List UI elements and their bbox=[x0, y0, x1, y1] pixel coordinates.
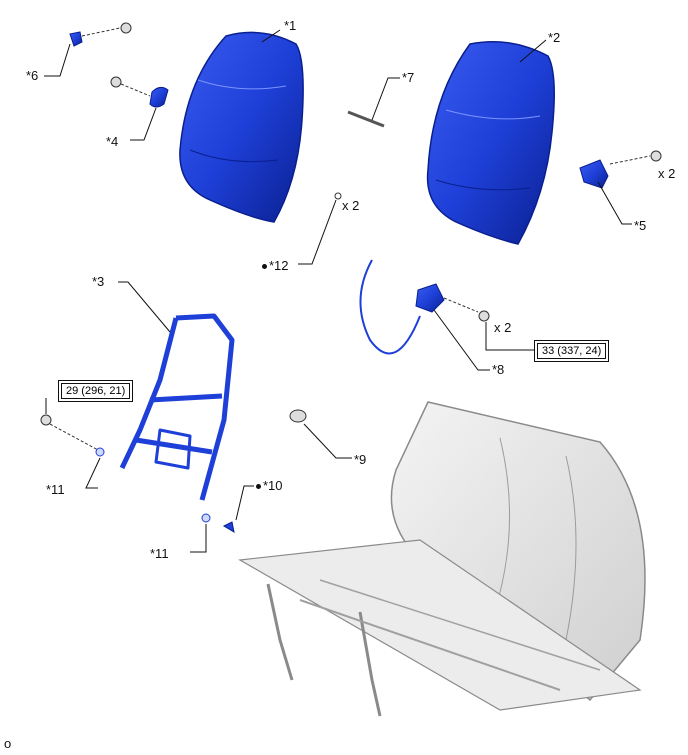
seatback-frame bbox=[119, 313, 235, 501]
torque-spec-box-1: 29 (296, 21) bbox=[58, 380, 134, 402]
label-part-3: *3 bbox=[92, 274, 105, 289]
part-5-bracket bbox=[579, 150, 662, 189]
label-part-8: *8 bbox=[492, 362, 505, 377]
leader-lines bbox=[44, 29, 632, 553]
label-part-2: *2 bbox=[548, 30, 561, 45]
part-9-bushing bbox=[289, 409, 307, 423]
part-12-grommet bbox=[334, 192, 342, 200]
part-8-lock-cable bbox=[359, 259, 490, 355]
qty-part-5: x 2 bbox=[658, 166, 676, 181]
label-part-11b: *11 bbox=[150, 546, 169, 561]
label-part-12: *12 bbox=[262, 258, 289, 273]
rear-seat-assembly bbox=[238, 401, 646, 717]
label-part-12-text: *12 bbox=[269, 258, 289, 273]
label-part-9: *9 bbox=[354, 452, 367, 467]
torque-spec-1: 29 (296, 21) bbox=[61, 383, 131, 399]
label-part-7: *7 bbox=[402, 70, 415, 85]
torque-spec-box-2: 33 (337, 24) bbox=[534, 340, 610, 362]
label-part-10-text: *10 bbox=[263, 478, 283, 493]
part-10-clip bbox=[222, 521, 235, 534]
qty-part-12: x 2 bbox=[342, 198, 360, 213]
label-part-1: *1 bbox=[284, 18, 297, 33]
label-part-11a: *11 bbox=[46, 482, 65, 497]
seatback-cover-right bbox=[426, 40, 555, 245]
label-part-5: *5 bbox=[634, 218, 647, 233]
bullet-icon bbox=[256, 484, 261, 490]
label-part-10: *10 bbox=[256, 478, 283, 493]
figure-code: o bbox=[4, 736, 12, 751]
part-4-cap bbox=[110, 76, 169, 108]
bullet-icon bbox=[262, 264, 267, 270]
label-part-6: *6 bbox=[26, 68, 39, 83]
seatback-cover-left bbox=[179, 31, 304, 223]
part-11-fasteners bbox=[40, 414, 211, 523]
torque-spec-2: 33 (337, 24) bbox=[537, 343, 607, 359]
qty-part-8: x 2 bbox=[494, 320, 512, 335]
part-7-rod bbox=[347, 110, 385, 128]
part-6-clip bbox=[69, 22, 132, 47]
label-part-4: *4 bbox=[106, 134, 119, 149]
